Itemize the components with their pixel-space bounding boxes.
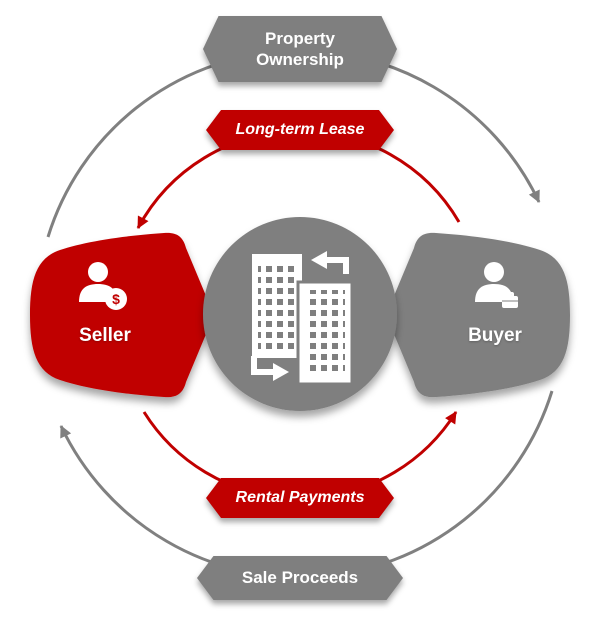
seller-shape [30, 232, 214, 398]
swap-arrow-right-icon [251, 356, 289, 381]
seller-icon: $ [79, 262, 127, 310]
banner-long-term-lease-label: Long-term Lease [206, 110, 394, 150]
swap-arrow-left-icon [311, 251, 349, 274]
center-circle [203, 217, 397, 411]
banner-property-ownership: Property Ownership [203, 16, 397, 82]
buildings-exchange-icon [251, 251, 354, 386]
banner-rental-payments-label: Rental Payments [206, 478, 394, 518]
seller-label: Seller [79, 325, 131, 346]
buyer-label: Buyer [468, 325, 522, 346]
buyer-shape [386, 232, 570, 398]
banner-property-ownership-label: Property Ownership [203, 16, 397, 82]
buyer-icon [475, 262, 518, 308]
banner-rental-payments: Rental Payments [206, 478, 394, 518]
banner-sale-proceeds-label: Sale Proceeds [197, 556, 403, 600]
dollar-symbol: $ [112, 291, 120, 307]
banner-sale-proceeds: Sale Proceeds [197, 556, 403, 600]
banner-long-term-lease: Long-term Lease [206, 110, 394, 150]
